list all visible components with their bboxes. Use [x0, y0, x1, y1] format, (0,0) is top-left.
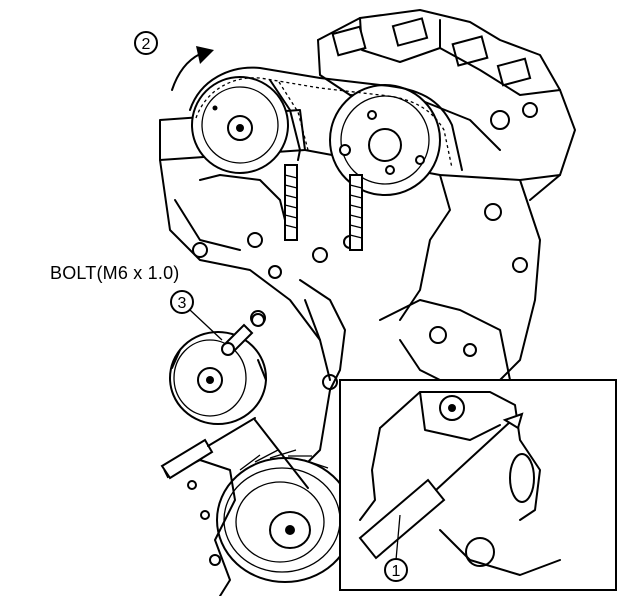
- callout-2-label: 2: [142, 36, 151, 53]
- timing-chain: [189, 66, 463, 171]
- detail-inset: [339, 379, 617, 591]
- callout-1: 1: [384, 558, 408, 582]
- idler-pulley: [169, 331, 267, 425]
- callout-2: 2: [134, 31, 158, 55]
- screwdriver: [160, 417, 309, 489]
- callout-3-label: 3: [178, 295, 187, 312]
- intake-cam-sprocket: [329, 84, 441, 196]
- bolt-spec-label: BOLT(M6 x 1.0): [50, 263, 180, 283]
- cylinder-head: [317, 9, 576, 201]
- crankshaft-pulley: [216, 449, 354, 583]
- curved-arrow-icon: [171, 46, 214, 91]
- bolt: [221, 313, 265, 356]
- callout-1-label: 1: [392, 563, 401, 580]
- callout-3: 3: [170, 290, 223, 341]
- stud-bolts: [284, 164, 363, 251]
- exhaust-cam-sprocket: [191, 76, 289, 174]
